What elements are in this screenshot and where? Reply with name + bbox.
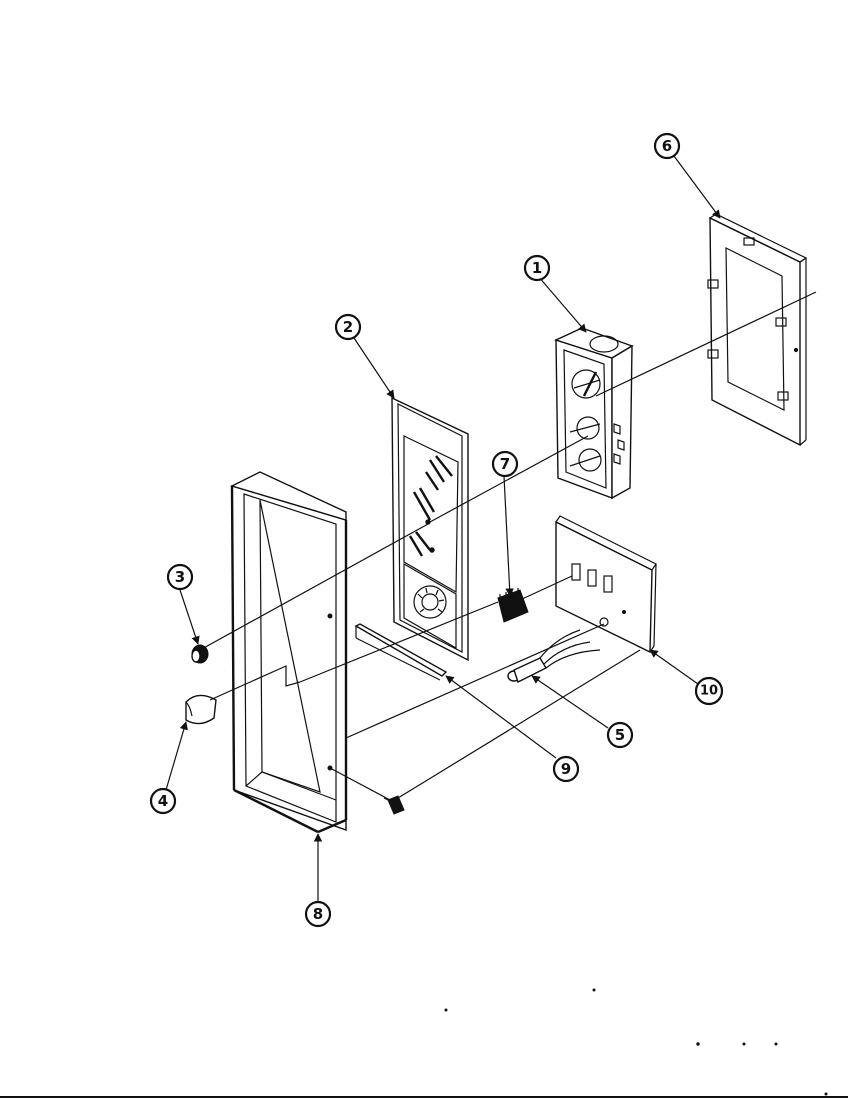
part-8-frame <box>230 471 348 834</box>
callout-8: 8 <box>304 900 332 928</box>
screw <box>383 795 405 815</box>
callout-6: 6 <box>653 132 681 160</box>
part-2-control-panel <box>391 396 469 662</box>
part-7-switch <box>497 588 529 623</box>
svg-text:6: 6 <box>662 137 672 155</box>
part-10-mounting-plate <box>555 515 657 654</box>
svg-text:8: 8 <box>313 905 323 923</box>
svg-text:3: 3 <box>175 568 185 586</box>
part-6-rear-bracket <box>707 213 808 447</box>
part-4-selector-knob <box>185 694 217 725</box>
callout-9: 9 <box>552 755 580 783</box>
svg-text:10: 10 <box>700 684 718 699</box>
part-1-timer-module <box>554 327 634 500</box>
svg-text:4: 4 <box>158 792 168 810</box>
svg-text:7: 7 <box>500 455 510 473</box>
part-9-trim-strip <box>354 623 448 681</box>
callout-1: 1 <box>523 254 551 282</box>
svg-text:1: 1 <box>532 259 542 277</box>
part-5-indicator-light <box>507 629 601 683</box>
svg-text:9: 9 <box>561 760 571 778</box>
callout-5: 5 <box>606 721 634 749</box>
svg-text:5: 5 <box>615 726 625 744</box>
part-3-knob <box>191 644 209 664</box>
callout-7: 7 <box>491 450 519 478</box>
callout-10: 10 <box>694 676 724 706</box>
svg-text:2: 2 <box>343 318 353 336</box>
scan-specks <box>444 988 828 1096</box>
callout-4: 4 <box>149 787 177 815</box>
assembly-lines <box>199 291 817 801</box>
callout-2: 2 <box>334 313 362 341</box>
bottom-border <box>0 1096 848 1098</box>
callout-3: 3 <box>166 563 194 591</box>
leader-lines <box>165 155 721 902</box>
